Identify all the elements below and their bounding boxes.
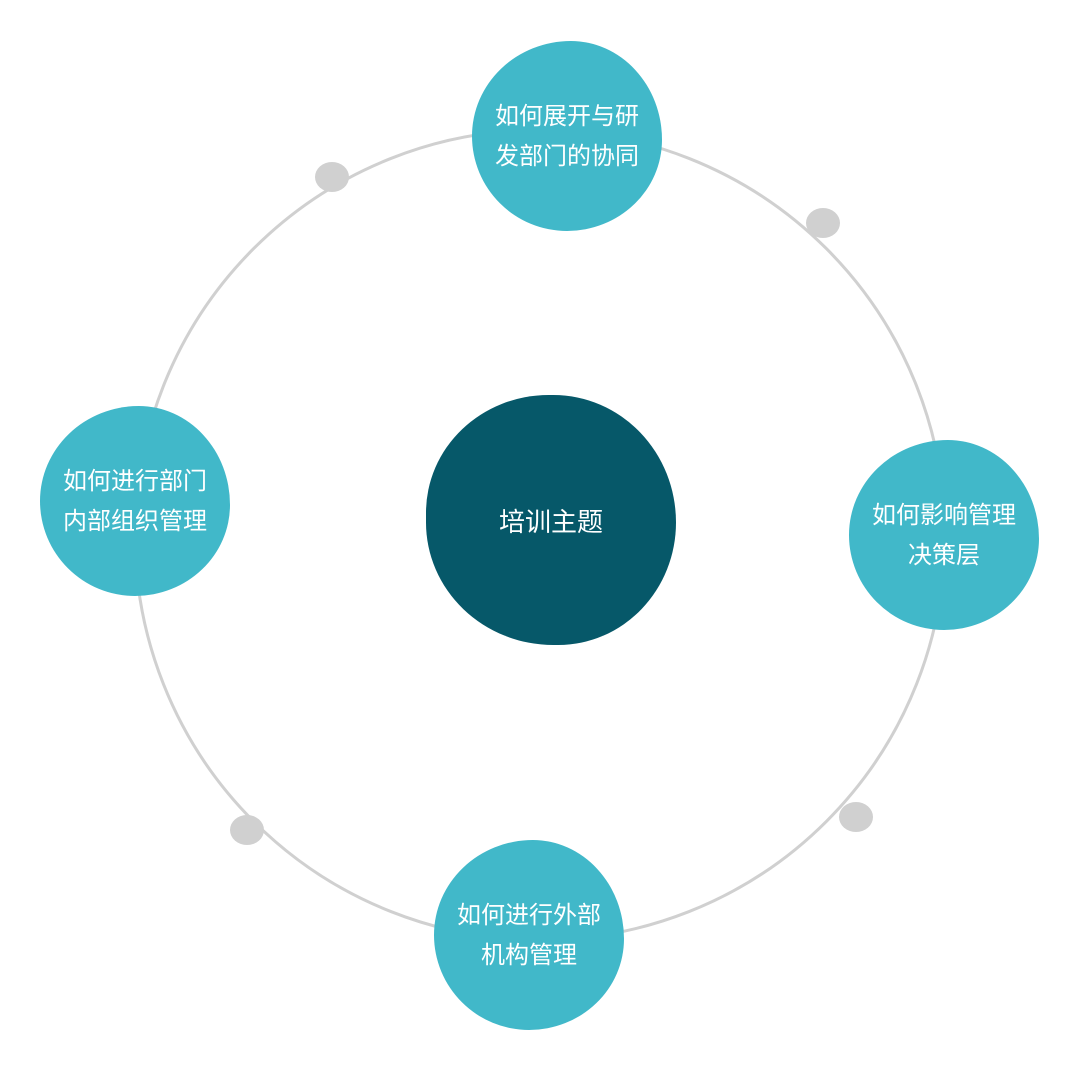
center-topic: 培训主题 bbox=[426, 395, 676, 645]
center-label: 培训主题 bbox=[498, 507, 603, 538]
ring-dot bbox=[839, 802, 873, 832]
node-label: 如何展开与研发部门的协同 bbox=[495, 102, 639, 170]
node-label: 如何影响管理决策层 bbox=[872, 501, 1016, 569]
node-internal-organization: 如何进行部门内部组织管理 bbox=[40, 406, 230, 596]
ring-dot bbox=[806, 208, 840, 238]
ring-dot bbox=[315, 162, 349, 192]
node-label: 如何进行部门内部组织管理 bbox=[63, 467, 207, 535]
node-label: 如何进行外部机构管理 bbox=[457, 901, 601, 969]
node-rd-collaboration: 如何展开与研发部门的协同 bbox=[472, 41, 662, 231]
node-influence-management: 如何影响管理决策层 bbox=[849, 440, 1039, 630]
node-external-agencies: 如何进行外部机构管理 bbox=[434, 840, 624, 1030]
ring-dot bbox=[230, 815, 264, 845]
